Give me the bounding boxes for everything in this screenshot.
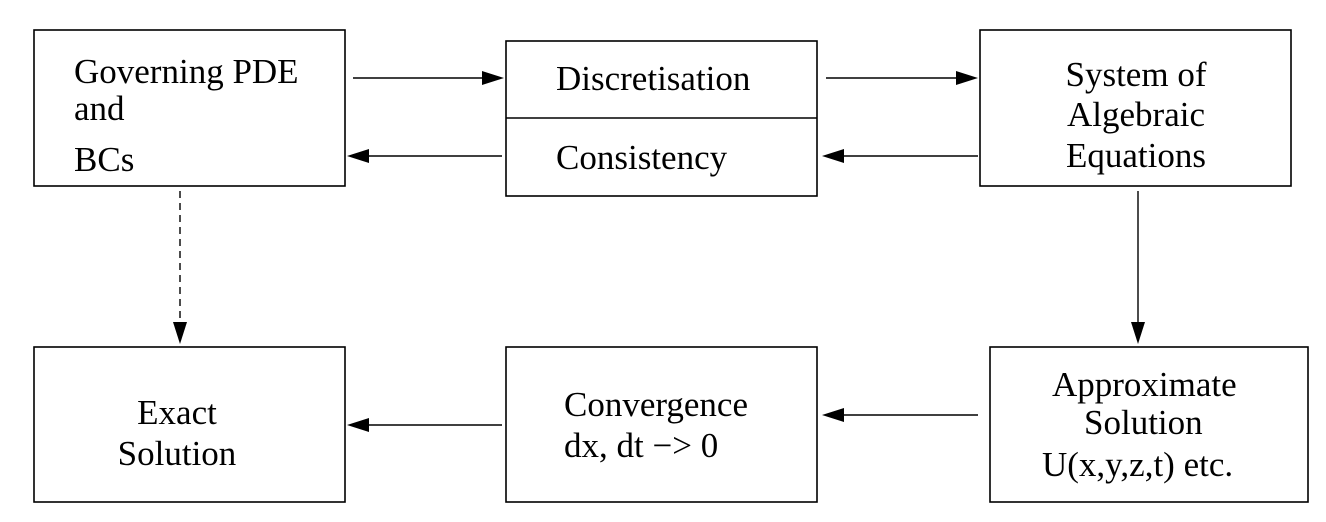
approximate-solution-box <box>989 346 1309 503</box>
arrow-consistency-to-pde <box>347 149 502 163</box>
convergence-label-line1: Convergence <box>564 385 748 424</box>
arrow-algebraic-to-approximate <box>1131 191 1145 344</box>
convergence-label-line2: dx, dt −> 0 <box>564 426 718 465</box>
algebraic-label-line3: Equations <box>1066 136 1206 175</box>
exact-label-line1: Exact <box>137 393 217 432</box>
convergence-box <box>505 346 818 503</box>
pde-label-line3: BCs <box>74 140 134 179</box>
algebraic-label-line2: Algebraic <box>1067 95 1205 134</box>
arrow-pde-to-exact-dashed <box>173 191 187 344</box>
algebraic-label-line1: System of <box>1066 55 1207 94</box>
discretisation-consistency-box <box>505 40 818 197</box>
discretisation-label: Discretisation <box>556 59 750 98</box>
algebraic-equations-box <box>979 29 1292 187</box>
exact-label-line2: Solution <box>118 434 237 473</box>
exact-solution-box <box>33 346 346 503</box>
arrow-algebraic-to-consistency <box>822 149 978 163</box>
consistency-label: Consistency <box>556 138 728 177</box>
arrow-pde-to-discretisation <box>353 71 504 85</box>
arrow-discretisation-to-algebraic <box>826 71 978 85</box>
arrow-convergence-to-exact <box>347 418 502 432</box>
governing-pde-box <box>33 29 346 187</box>
arrow-approximate-to-convergence <box>822 408 978 422</box>
pde-label-line1: Governing PDE <box>74 52 299 91</box>
pde-label-line2: and <box>74 89 125 128</box>
approx-label-line2: Solution <box>1084 403 1203 442</box>
approx-label-line3: U(x,y,z,t) etc. <box>1042 445 1233 484</box>
approx-label-line1: Approximate <box>1052 365 1237 404</box>
